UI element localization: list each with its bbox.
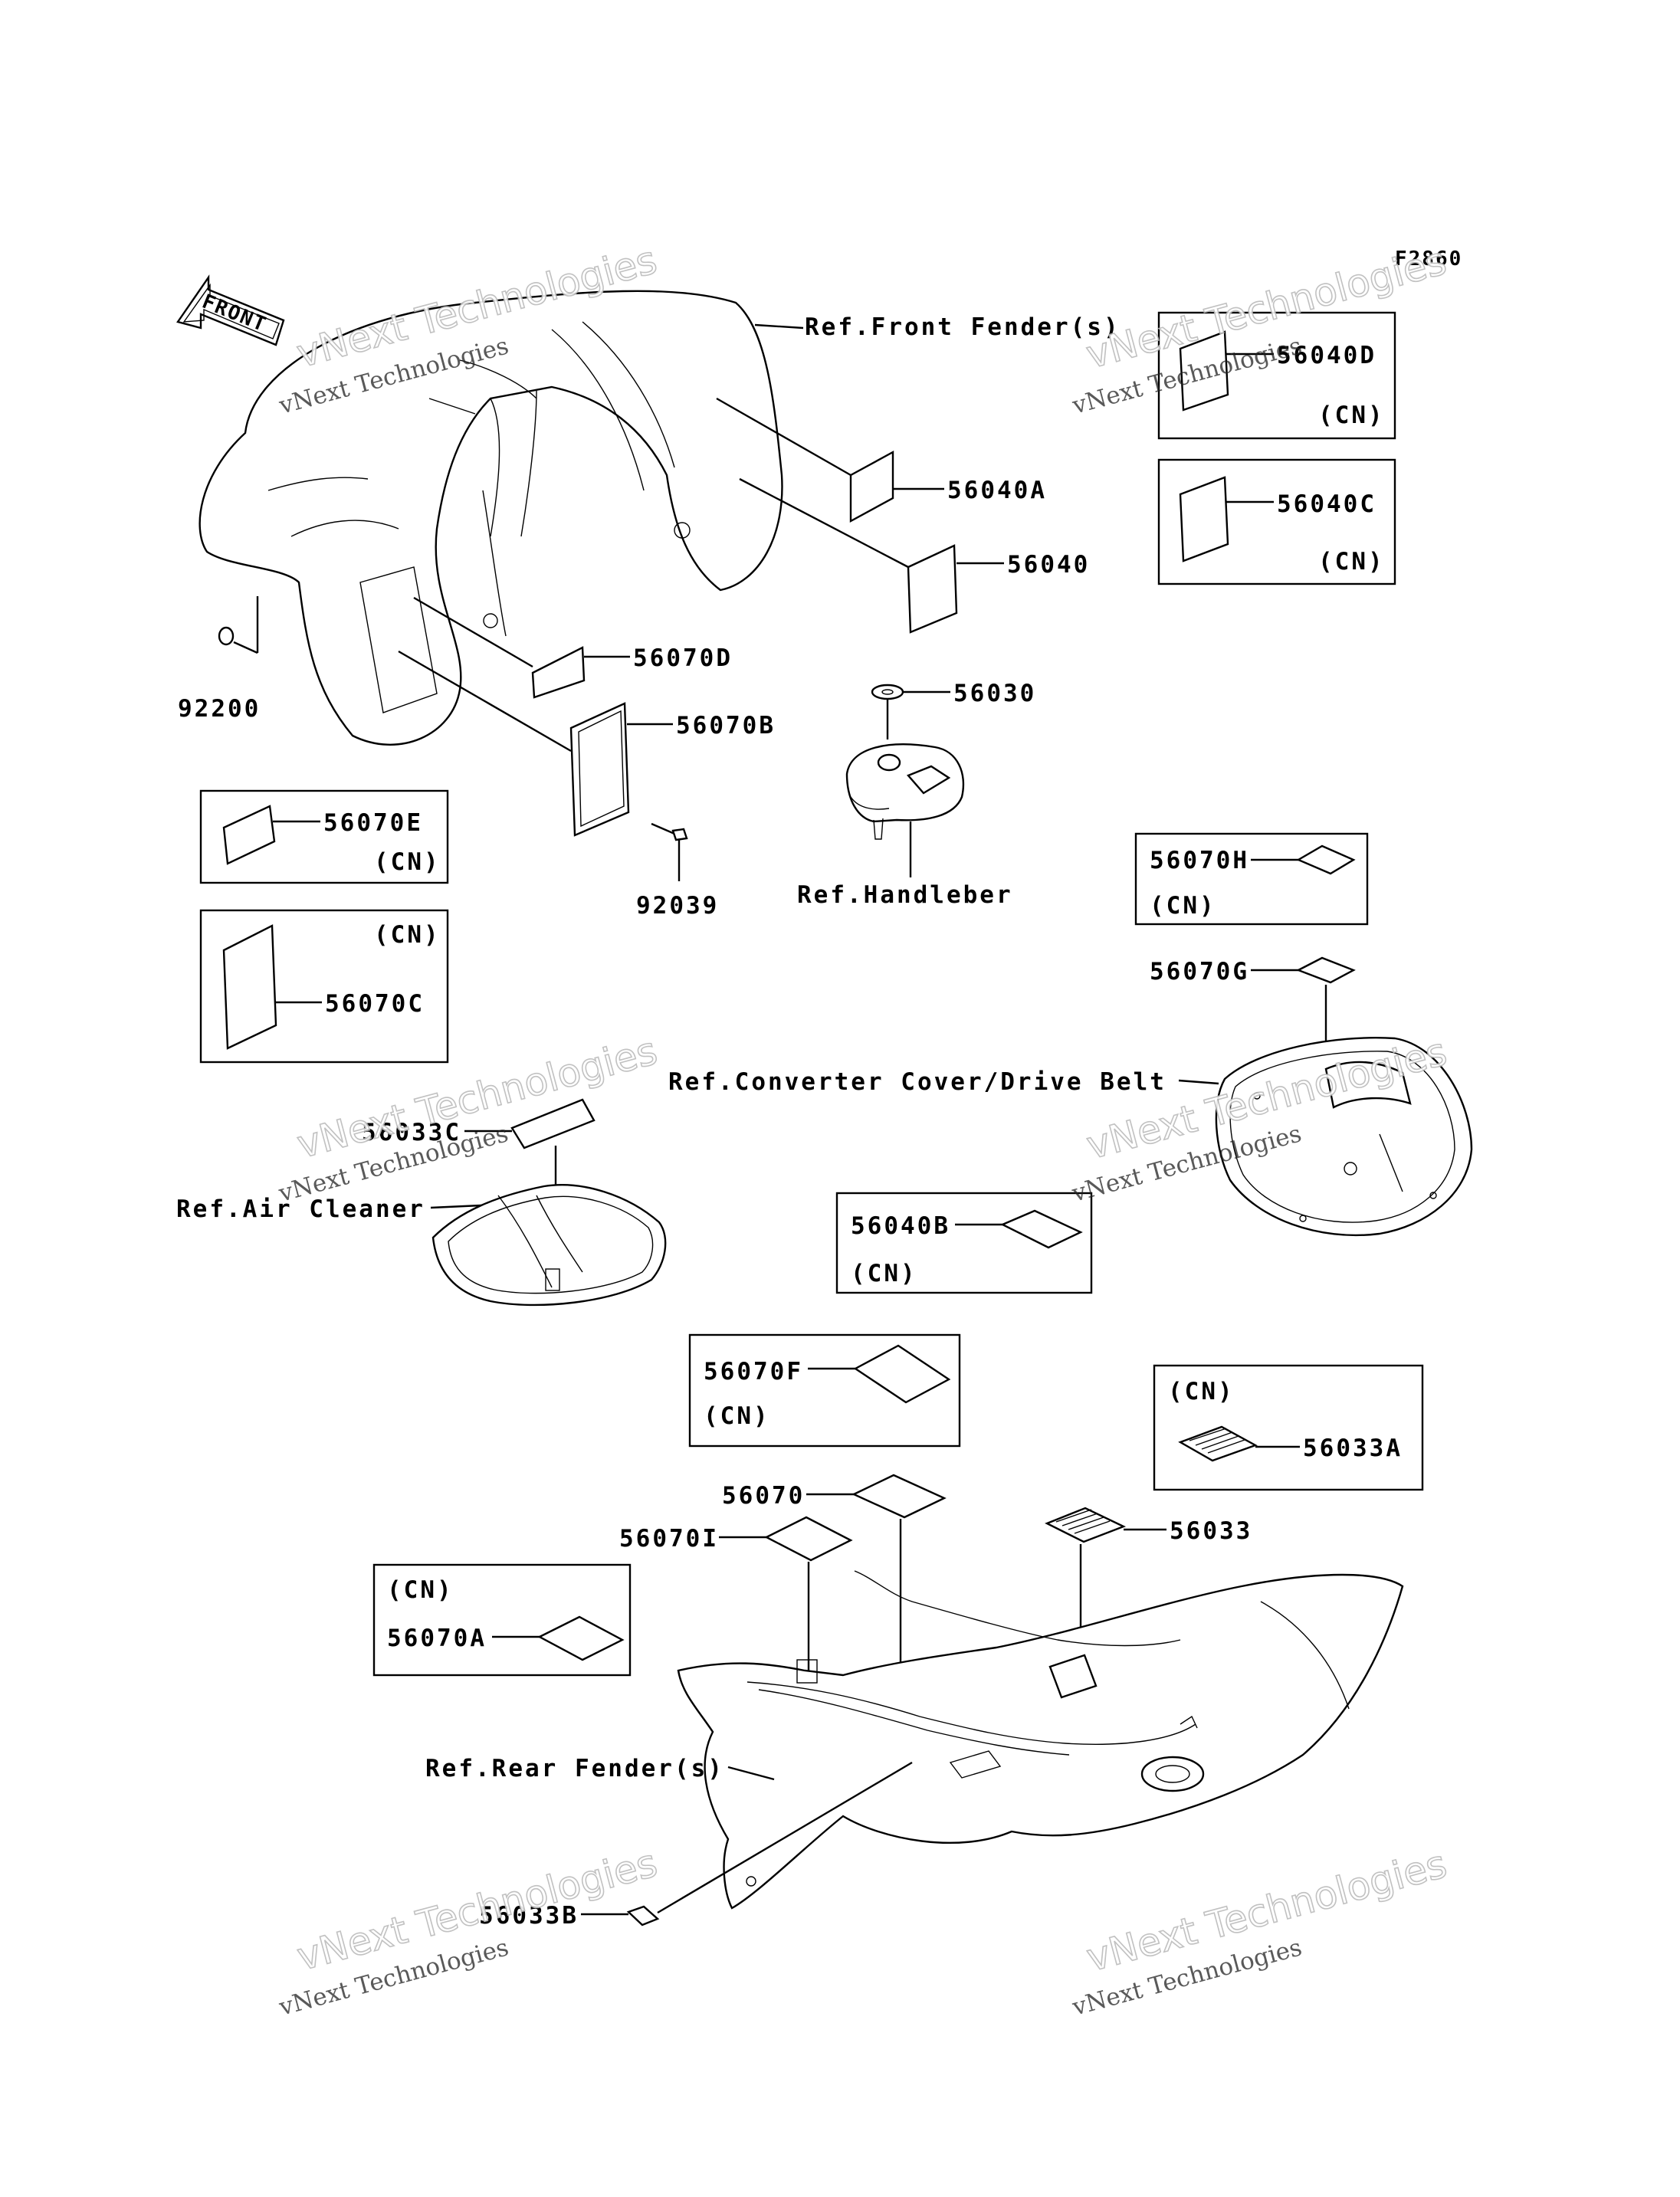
part-56033C[interactable]: 56033C bbox=[362, 1098, 596, 1199]
front-fender-drawing bbox=[199, 290, 783, 746]
ref-rear-fender-label: Ref.Rear Fender(s) bbox=[425, 1755, 724, 1782]
part-number-56040D: 56040D bbox=[1277, 342, 1376, 369]
part-number-56040B: 56040B bbox=[851, 1212, 950, 1240]
cn-tag-56070C: (CN) bbox=[374, 921, 441, 949]
part-56040B-box[interactable]: 56040B (CN) bbox=[835, 1192, 1093, 1294]
part-number-56070F: 56070F bbox=[704, 1358, 803, 1385]
front-arrow-icon: FRONT bbox=[176, 274, 285, 346]
part-number-56070B: 56070B bbox=[676, 712, 776, 739]
cn-tag-56070A: (CN) bbox=[387, 1576, 454, 1604]
ref-air-cleaner-label: Ref.Air Cleaner bbox=[176, 1195, 425, 1223]
part-number-56070E: 56070E bbox=[323, 809, 423, 837]
part-number-56040C: 56040C bbox=[1277, 490, 1376, 518]
part-56070I[interactable]: 56070I bbox=[619, 1516, 853, 1785]
part-number-92039: 92039 bbox=[636, 892, 719, 920]
part-number-56070H: 56070H bbox=[1150, 847, 1249, 874]
part-56070[interactable]: 56070 bbox=[722, 1474, 947, 1701]
part-56033B[interactable]: 56033B bbox=[479, 1761, 913, 1930]
ref-front-fender-label: Ref.Front Fender(s) bbox=[805, 313, 1121, 341]
watermark-6: vNext Technologies vNext Technologies bbox=[1069, 1841, 1452, 2022]
part-number-56040A: 56040A bbox=[947, 477, 1047, 504]
handlebar-cover-drawing bbox=[845, 743, 965, 840]
cn-tag-56070F: (CN) bbox=[704, 1402, 770, 1430]
cn-tag-56040B: (CN) bbox=[851, 1260, 917, 1287]
cn-tag-56033A: (CN) bbox=[1168, 1378, 1235, 1405]
ref-handlebar-label: Ref.Handleber bbox=[797, 881, 1013, 909]
part-56033[interactable]: 56033 bbox=[1045, 1507, 1252, 1659]
part-number-56070D: 56070D bbox=[633, 644, 733, 672]
watermark-3: vNext Technologies vNext Technologies bbox=[275, 1028, 662, 1208]
part-92200[interactable]: 92200 bbox=[178, 596, 261, 723]
part-number-56070A: 56070A bbox=[387, 1625, 487, 1652]
part-56070E-box[interactable]: 56070E (CN) bbox=[199, 789, 449, 884]
part-56040D-box[interactable]: 56040D (CN) bbox=[1157, 311, 1396, 440]
part-number-56070: 56070 bbox=[722, 1482, 805, 1510]
ref-converter-label: Ref.Converter Cover/Drive Belt bbox=[668, 1068, 1166, 1096]
part-56033A-box[interactable]: (CN) 56033A bbox=[1153, 1364, 1424, 1491]
part-number-56033C: 56033C bbox=[362, 1119, 461, 1146]
part-56030[interactable]: 56030 bbox=[871, 680, 1036, 739]
part-92039[interactable]: 92039 bbox=[636, 822, 719, 920]
part-56070A-box[interactable]: (CN) 56070A bbox=[372, 1563, 632, 1677]
part-56070B[interactable]: 56070B bbox=[398, 650, 776, 837]
cn-tag-56070E: (CN) bbox=[374, 848, 441, 876]
part-56070G[interactable]: 56070G bbox=[1150, 956, 1356, 1058]
part-56070H-box[interactable]: 56070H (CN) bbox=[1134, 832, 1369, 926]
watermark-5: vNext Technologies vNext Technologies bbox=[276, 1840, 663, 2022]
part-56070F-box[interactable]: 56070F (CN) bbox=[688, 1333, 961, 1448]
cn-tag-56040D: (CN) bbox=[1318, 402, 1385, 429]
rear-fender-drawing bbox=[677, 1570, 1404, 1910]
cn-tag-56040C: (CN) bbox=[1318, 548, 1385, 575]
part-56040A[interactable]: 56040A bbox=[716, 397, 1047, 523]
part-number-92200: 92200 bbox=[178, 695, 261, 723]
part-number-56033A: 56033A bbox=[1303, 1435, 1403, 1462]
part-56070D[interactable]: 56070D bbox=[413, 596, 733, 699]
part-56070C-box[interactable]: 56070C (CN) bbox=[199, 909, 449, 1064]
figure-code: F2860 bbox=[1395, 248, 1462, 271]
front-arrow-label: FRONT bbox=[199, 290, 270, 337]
part-number-56033: 56033 bbox=[1170, 1517, 1252, 1545]
part-number-56030: 56030 bbox=[953, 680, 1036, 707]
part-number-56070C: 56070C bbox=[325, 990, 425, 1018]
part-number-56070I: 56070I bbox=[619, 1525, 719, 1553]
part-number-56040: 56040 bbox=[1007, 551, 1090, 579]
part-56040C-box[interactable]: 56040C (CN) bbox=[1157, 458, 1396, 585]
part-56040[interactable]: 56040 bbox=[739, 477, 1090, 634]
converter-cover-drawing bbox=[1215, 1037, 1473, 1237]
part-number-56070G: 56070G bbox=[1150, 958, 1249, 985]
cn-tag-56070H: (CN) bbox=[1150, 892, 1216, 920]
part-number-56033B: 56033B bbox=[479, 1902, 579, 1930]
air-cleaner-drawing bbox=[431, 1184, 667, 1307]
watermark-2: vNext Technologies vNext Technologies bbox=[1069, 238, 1452, 420]
